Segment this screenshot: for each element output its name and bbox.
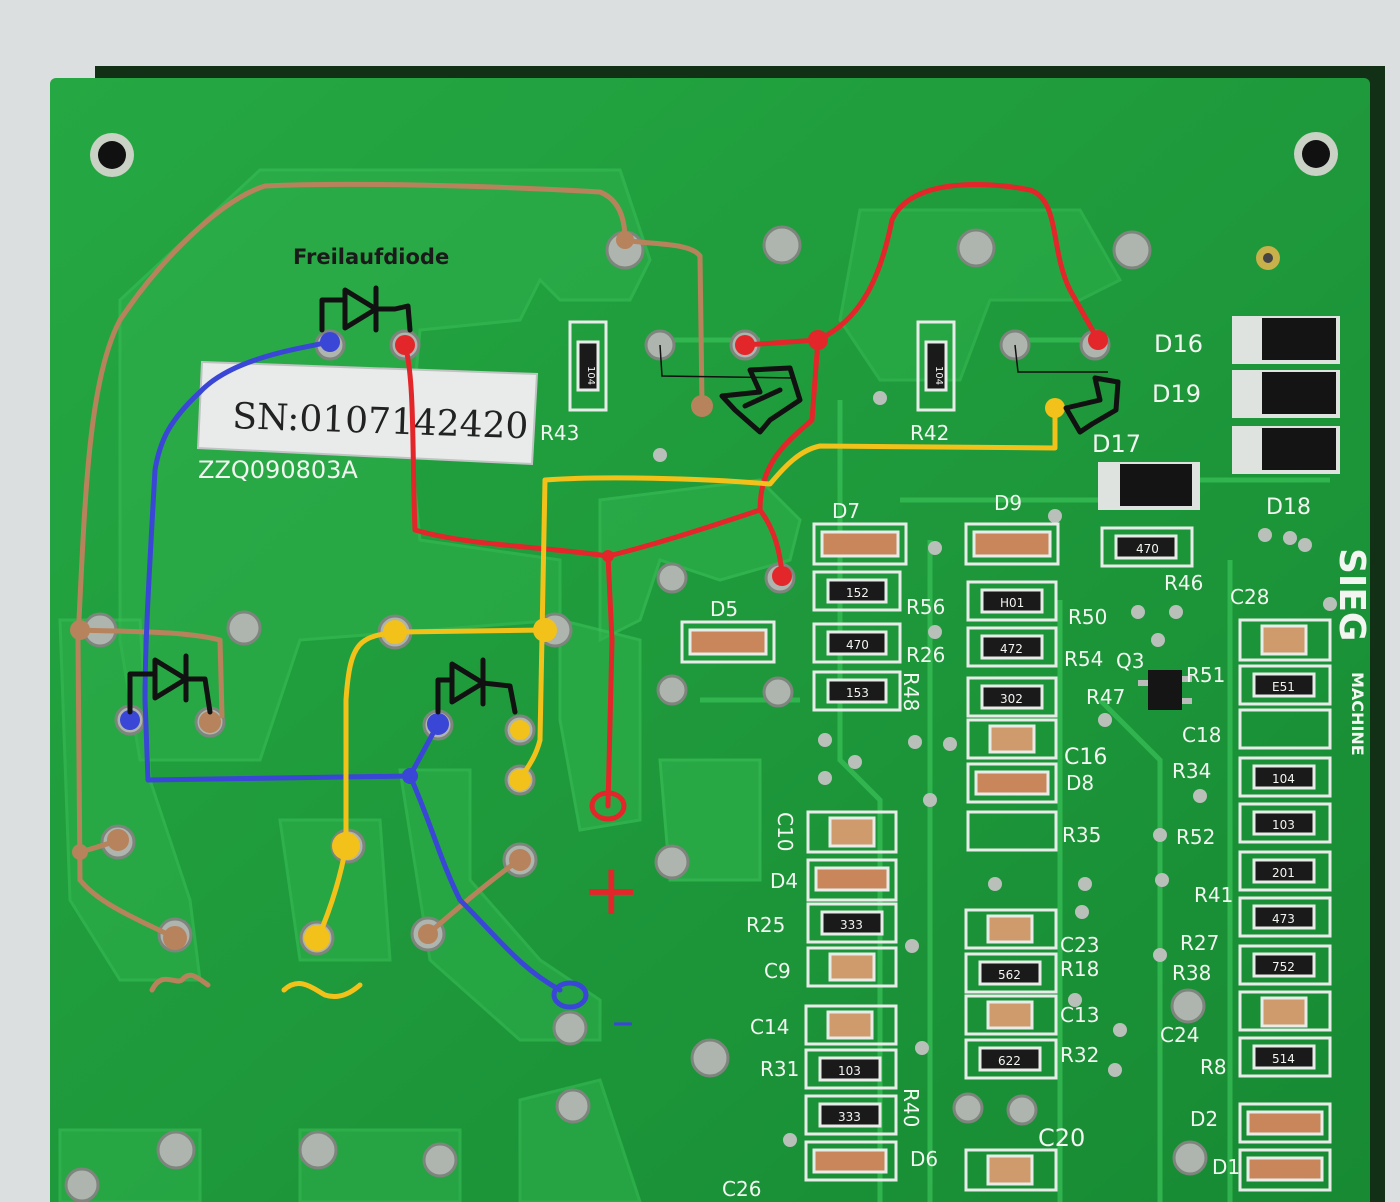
label-d6: D6 <box>910 1147 938 1171</box>
mark-r27: 473 <box>1272 912 1295 926</box>
mark-r32: 622 <box>998 1054 1021 1068</box>
label-r56: R56 <box>906 595 945 619</box>
mark-r56: 152 <box>846 586 869 600</box>
label-r8: R8 <box>1200 1055 1227 1079</box>
label-r46: R46 <box>1164 571 1203 595</box>
blue-wire <box>142 339 563 993</box>
label-c9: C9 <box>764 959 791 983</box>
mark-c16-r: 302 <box>1000 692 1023 706</box>
label-r41: R41 <box>1194 883 1233 907</box>
mark-r34: 104 <box>1272 772 1295 786</box>
mark-r54: 472 <box>1000 642 1023 656</box>
label-c14: C14 <box>750 1015 789 1039</box>
label-r52: R52 <box>1176 825 1215 849</box>
board-code: ZZQ090803A <box>198 456 358 484</box>
label-d9: D9 <box>994 491 1022 515</box>
label-c16: C16 <box>1064 745 1107 770</box>
serial-sticker: SN:0107142420 <box>196 360 539 466</box>
label-d1: D1 <box>1212 1155 1240 1179</box>
mounting-holes <box>90 132 1338 270</box>
mark-r41: 201 <box>1272 866 1295 880</box>
mark-r42: 104 <box>933 366 944 385</box>
mark-r31: 103 <box>838 1064 861 1078</box>
label-r42: R42 <box>910 421 949 445</box>
plus-terminal-ring <box>589 790 627 822</box>
mark-r26: 470 <box>846 638 869 652</box>
plus-sign: + <box>582 849 641 931</box>
mark-r25: 333 <box>840 918 863 932</box>
label-r43: R43 <box>540 421 579 445</box>
label-q3: Q3 <box>1116 649 1144 673</box>
mark-r48: 153 <box>846 686 869 700</box>
brand-subtitle: MACHINE <box>1348 672 1367 756</box>
minus-sign: – <box>612 996 634 1047</box>
label-r54: R54 <box>1064 647 1103 671</box>
label-d16: D16 <box>1154 330 1203 358</box>
label-r18: R18 <box>1060 957 1099 981</box>
label-d7: D7 <box>832 499 860 523</box>
label-c26: C26 <box>722 1177 761 1201</box>
label-c10: C10 <box>773 812 797 851</box>
freewheel-diode-label: Freilaufdiode <box>293 245 449 269</box>
label-d2: D2 <box>1190 1107 1218 1131</box>
label-r40: R40 <box>899 1088 923 1127</box>
chip-marks: 104 104 470 152 470 153 H01 472 302 E51 … <box>585 366 1295 1124</box>
label-r27: R27 <box>1180 931 1219 955</box>
label-r47: R47 <box>1086 685 1125 709</box>
mark-r50: H01 <box>1000 596 1024 610</box>
label-r31: R31 <box>760 1057 799 1081</box>
label-d4: D4 <box>770 869 798 893</box>
mark-r35: 103 <box>1272 818 1295 832</box>
label-r32: R32 <box>1060 1043 1099 1067</box>
label-r50: R50 <box>1068 605 1107 629</box>
label-c24: C24 <box>1160 1023 1199 1047</box>
mark-r40: 333 <box>838 1110 861 1124</box>
label-r51: R51 <box>1186 663 1225 687</box>
mark-r36: E51 <box>1272 680 1295 694</box>
transistor-q3 <box>1138 670 1192 710</box>
label-r48: R48 <box>899 672 923 711</box>
mark-r38: 752 <box>1272 960 1295 974</box>
label-c23: C23 <box>1060 933 1099 957</box>
label-r26: R26 <box>906 643 945 667</box>
mark-r43: 104 <box>585 366 596 385</box>
mark-r46: 470 <box>1136 542 1159 556</box>
label-d5: D5 <box>710 597 738 621</box>
blue-wire-dots <box>120 332 449 784</box>
vias <box>653 391 1337 1147</box>
diode-leader-lines <box>659 344 1108 379</box>
label-r35: R35 <box>1062 823 1101 847</box>
smd-chips <box>568 320 1332 1192</box>
copper-pours <box>58 168 1123 1202</box>
minus-terminal-ring <box>551 980 589 1010</box>
label-r38: R38 <box>1172 961 1211 985</box>
designator-labels: R43 R42 D16 D19 D17 D18 D7 D9 R46 C28 R5… <box>540 330 1311 1201</box>
label-d8: D8 <box>1066 771 1094 795</box>
label-r34: R34 <box>1172 759 1211 783</box>
smd-diodes <box>1098 316 1340 510</box>
mark-r8: 514 <box>1272 1052 1295 1066</box>
mark-r18: 562 <box>998 968 1021 982</box>
label-c13: C13 <box>1060 1003 1099 1027</box>
diode-symbols <box>127 285 1121 715</box>
red-wire <box>402 181 1101 809</box>
brown-wire-dots <box>70 231 713 950</box>
red-wire-dots <box>395 330 1108 586</box>
label-c20: C20 <box>1038 1124 1085 1152</box>
yellow-wire <box>281 405 1058 1000</box>
label-c28: C28 <box>1230 585 1269 609</box>
label-d18: D18 <box>1266 495 1311 520</box>
label-d19: D19 <box>1152 380 1201 408</box>
label-c18: C18 <box>1182 723 1221 747</box>
label-r25: R25 <box>746 913 785 937</box>
label-d17: D17 <box>1092 430 1141 458</box>
yellow-wire-dots <box>304 398 1065 951</box>
brand-name: SIEG <box>1331 548 1372 641</box>
